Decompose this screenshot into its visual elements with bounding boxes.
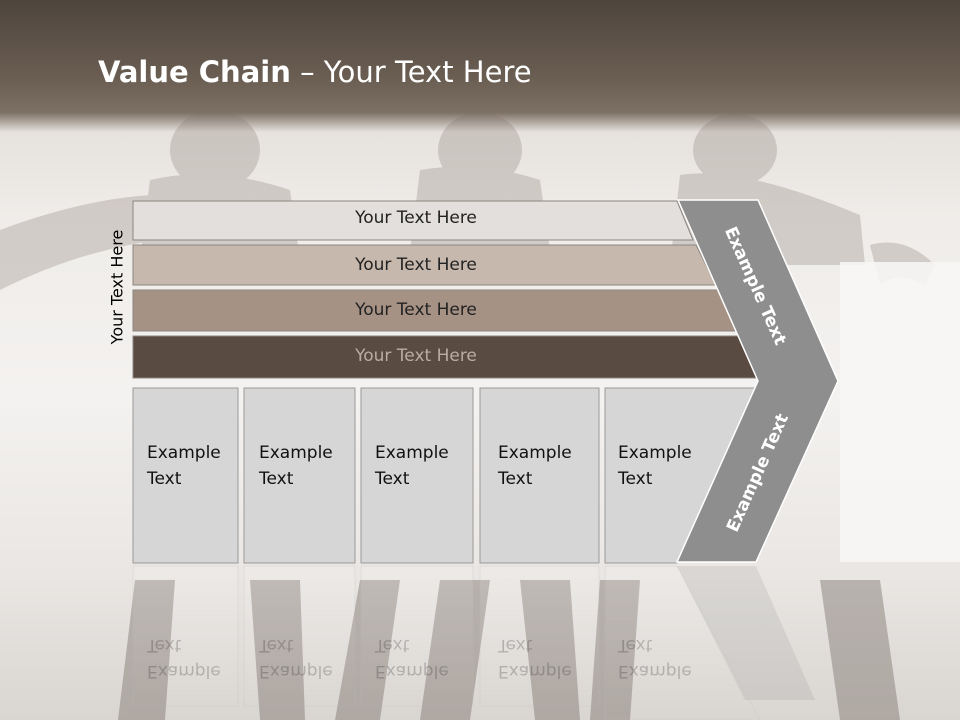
column-2 <box>243 387 356 564</box>
bar-4-label: Your Text Here <box>355 346 477 366</box>
column-1 <box>132 387 239 564</box>
column-5-label: Example Text <box>618 443 692 489</box>
column-3-reflection: Example Text <box>375 635 449 681</box>
column-1-reflection: Example Text <box>147 635 221 681</box>
column-2-reflection: Example Text <box>259 635 333 681</box>
title-band <box>0 0 960 132</box>
column-3 <box>360 387 474 564</box>
bar-2-label: Your Text Here <box>355 255 477 275</box>
slide-title: Value Chain – Your Text Here <box>98 55 532 89</box>
column-3-label: Example Text <box>375 443 449 489</box>
bar-1-label: Your Text Here <box>355 208 477 228</box>
column-2-label: Example Text <box>259 443 333 489</box>
column-4 <box>479 387 600 564</box>
bar-1 <box>132 200 694 241</box>
column-1-label: Example Text <box>147 443 221 489</box>
title-rest: – Your Text Here <box>290 55 532 89</box>
column-5 <box>604 387 761 564</box>
column-4-label: Example Text <box>498 443 572 489</box>
title-bold: Value Chain <box>98 55 291 89</box>
column-5-reflection: Example Text <box>618 635 692 681</box>
chevron-arrow <box>675 199 839 563</box>
column-4-reflection: Example Text <box>498 635 572 681</box>
bar-3-label: Your Text Here <box>355 300 477 320</box>
reflection <box>132 565 815 720</box>
